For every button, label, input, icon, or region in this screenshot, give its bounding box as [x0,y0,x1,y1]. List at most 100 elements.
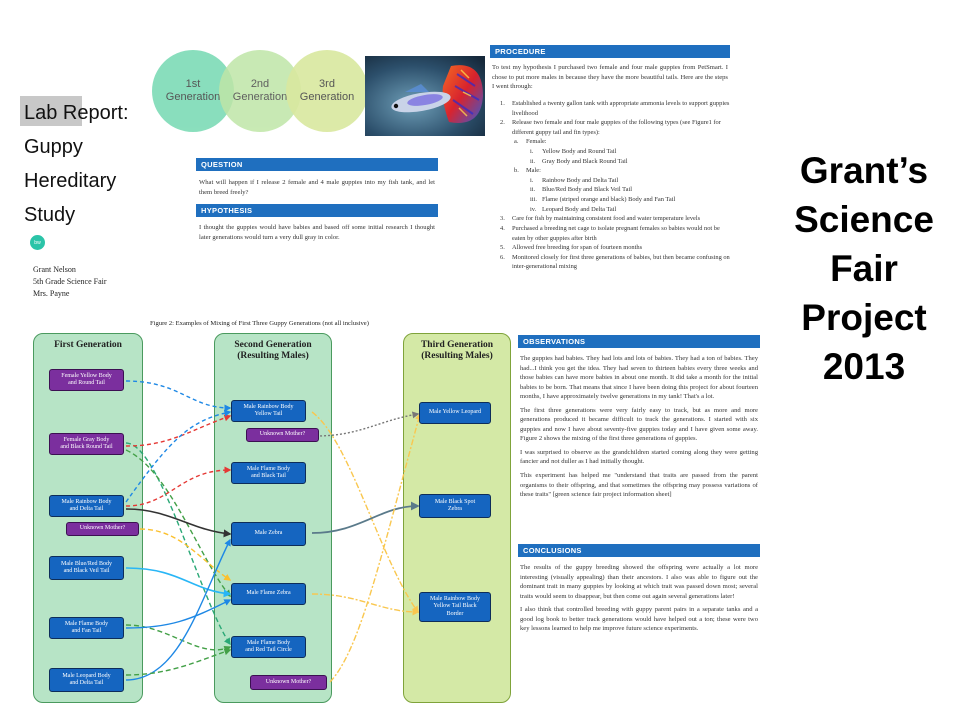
observations-paragraph-4: This experiment has helped me "understan… [520,472,758,499]
hypothesis-heading: HYPOTHESIS [196,204,438,217]
second-gen-box-2: Unknown Mother? [246,428,319,442]
second-gen-box-4: Male Zebra [231,522,306,546]
procedure-item-marker: 2. [500,119,505,127]
guppy-photo [365,56,485,136]
third-gen-box-1: Male Yellow Leopard [419,402,491,424]
procedure-item: 3. Care for fish by maintaining consisten… [500,214,730,224]
observations-heading: OBSERVATIONS [518,335,760,348]
procedure-item-marker: b. [514,167,519,175]
slide-title-line-3: Hereditary [24,170,117,192]
procedure-item-marker: iii. [530,196,537,204]
procedure-item-marker: 4. [500,224,505,232]
procedure-item-marker: ii. [530,157,536,165]
procedure-item-marker: 5. [500,244,505,252]
procedure-intro: To test my hypothesis I purchased two fe… [492,64,728,91]
slide-title: Lab Report: Guppy Hereditary Study [24,96,129,232]
first-gen-box-5: Male Blue/Red Body and Black Veil Tail [49,556,124,580]
procedure-item-text: Leopard Body and Delta Tail [542,205,617,213]
conclusions-text: The results of the guppy breeding showed… [520,563,758,638]
procedure-item-marker: iv. [530,205,537,213]
question-heading: QUESTION [196,158,438,171]
procedure-list: 1. Established a twenty gallon tank with … [500,99,730,272]
second-gen-box-1: Male Rainbow Body Yellow Tail [231,400,306,422]
title-highlight [20,96,82,126]
procedure-item-text: Care for fish by maintaining consistent … [512,215,701,223]
big-title-line-1: Grant’s [799,150,929,191]
slide-title-line-2: Guppy [24,136,83,158]
procedure-item-marker: a. [514,138,519,146]
procedure-item-marker: 3. [500,215,505,223]
second-gen-box-3: Male Flame Body and Black Tail [231,462,306,484]
column-first-title: First Generation [54,340,122,350]
procedure-item: 5. Allowed free breeding for span of four… [500,243,730,253]
procedure-item-text: Flame (striped orange and black) Body an… [542,196,676,204]
big-title: Grant’s Science Fair Project 2013 [782,146,946,391]
column-first-generation: First Generation [33,333,143,703]
procedure-item: 2. Release two female and four male guppi… [500,118,730,137]
observations-paragraph-2: The first three generations were very fa… [520,406,758,443]
procedure-item-text: Allowed free breeding for span of fourte… [512,244,643,252]
second-gen-box-6: Male Flame Body and Red Tail Circle [231,636,306,658]
procedure-item-text: Gray Body and Black Round Tail [542,157,628,165]
procedure-item-text: Male: [526,167,541,175]
procedure-item: 4. Purchased a breeding net cage to isola… [500,224,730,243]
procedure-item: i. Yellow Body and Round Tail [500,147,730,157]
generation-circle-2-label: 2nd Generation [232,78,288,103]
first-gen-box-7: Male Leopard Body and Delta Tail [49,668,124,692]
first-gen-box-6: Male Flame Body and Fan Tail [49,617,124,639]
figure-caption: Figure 2: Examples of Mixing of First Th… [150,320,369,327]
column-third-title: Third Generation (Resulting Males) [420,340,494,362]
observations-text: The guppies had babies. They had lots an… [520,354,758,504]
procedure-item-marker: 6. [500,253,505,261]
first-gen-box-4: Unknown Mother? [66,522,139,536]
big-title-line-2: Science [794,199,934,240]
procedure-item-text: Yellow Body and Round Tail [542,148,617,156]
procedure-item: 1. Established a twenty gallon tank with … [500,99,730,118]
column-second-title: Second Generation (Resulting Males) [234,340,312,362]
observations-paragraph-1: The guppies had babies. They had lots an… [520,355,758,401]
first-gen-box-1: Female Yellow Body and Round Tail [49,369,124,391]
first-gen-box-2: Female Gray Body and Black Round Tail [49,433,124,455]
guppy-photo-svg [365,56,485,136]
procedure-item: ii. Gray Body and Black Round Tail [500,157,730,167]
third-gen-box-2: Male Black Spot Zebra [419,494,491,518]
procedure-item-marker: i. [530,148,534,156]
procedure-item-marker: 1. [500,100,505,107]
second-gen-box-7: Unknown Mother? [250,675,327,690]
question-text: What will happen if I release 2 female a… [199,179,435,196]
second-gen-box-5: Male Flame Zebra [231,583,306,605]
generation-circle-3: 3rd Generation [286,50,368,132]
procedure-item: b. Male: [500,166,730,176]
procedure-item: i.Rainbow Body and Delta Tail [500,176,730,186]
procedure-item-text: Purchased a breeding net cage to isolate… [512,224,720,242]
author-teacher: Mrs. Payne [33,289,70,298]
procedure-item: iv. Leopard Body and Delta Tail [500,205,730,215]
procedure-item-text: Release two female and four male guppies… [512,119,721,136]
author-name: Grant Nelson [33,265,76,274]
generation-circle-3-label: 3rd Generation [299,78,355,103]
procedure-item-text: Monitored closely for first three genera… [512,253,730,271]
author-badge-text: bw [34,239,41,246]
procedure-item-marker: ii. [530,186,536,194]
procedure-item: ii.Blue/Red Body and Black Veil Tail [500,185,730,195]
conclusions-paragraph-2: I also think that controlled breeding wi… [520,606,758,633]
column-third-generation: Third Generation (Resulting Males) [403,333,511,703]
generation-circle-1-label: 1st Generation [165,78,221,103]
big-title-line-4: Project [801,297,927,338]
procedure-item: a. Female: [500,137,730,147]
author-block: Grant Nelson 5th Grade Science Fair Mrs.… [33,264,107,300]
procedure-item-text: Rainbow Body and Delta Tail [542,176,619,184]
first-gen-box-3: Male Rainbow Body and Delta Tail [49,495,124,517]
big-title-line-3: Fair [830,248,898,289]
observations-paragraph-3: I was surprised to observe as the grandc… [520,448,758,466]
procedure-item: iii. Flame (striped orange and black) Bod… [500,195,730,205]
conclusions-heading: CONCLUSIONS [518,544,760,557]
big-title-line-5: 2013 [822,346,906,387]
conclusions-paragraph-1: The results of the guppy breeding showed… [520,564,758,600]
procedure-item-text: Female: [526,138,547,146]
procedure-item-text: Established a twenty gallon tank with ap… [512,100,730,117]
slide-title-line-1: Lab Report: [24,102,129,124]
author-badge-icon: bw [30,235,45,250]
procedure-item: 6. Monitored closely for first three gene… [500,253,730,272]
author-grade: 5th Grade Science Fair [33,277,107,286]
